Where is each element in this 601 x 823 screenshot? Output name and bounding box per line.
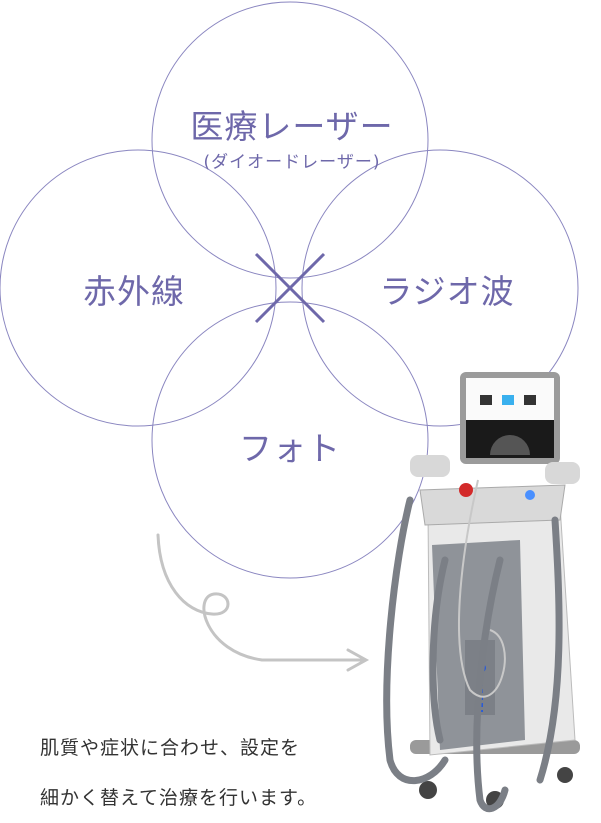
device-image xyxy=(383,372,580,813)
arrow-icon xyxy=(156,533,370,672)
circle-photo xyxy=(151,301,429,579)
label-photo: フォト xyxy=(239,429,341,468)
caption-line-1: 肌質や症状に合わせ、設定を xyxy=(40,737,301,759)
label-infrared: 赤外線 xyxy=(83,272,185,311)
circle-medical-laser xyxy=(151,1,429,279)
label-diode-laser: (ダイオードレーザー) xyxy=(203,152,381,173)
circle-infrared xyxy=(0,149,277,427)
label-radio-wave: ラジオ波 xyxy=(379,272,515,311)
caption-line-2: 細かく替えて治療を行います。 xyxy=(40,787,318,809)
label-medical-laser: 医療レーザー xyxy=(190,107,394,146)
cross-icon xyxy=(254,252,326,324)
circle-radio-wave xyxy=(301,149,579,427)
